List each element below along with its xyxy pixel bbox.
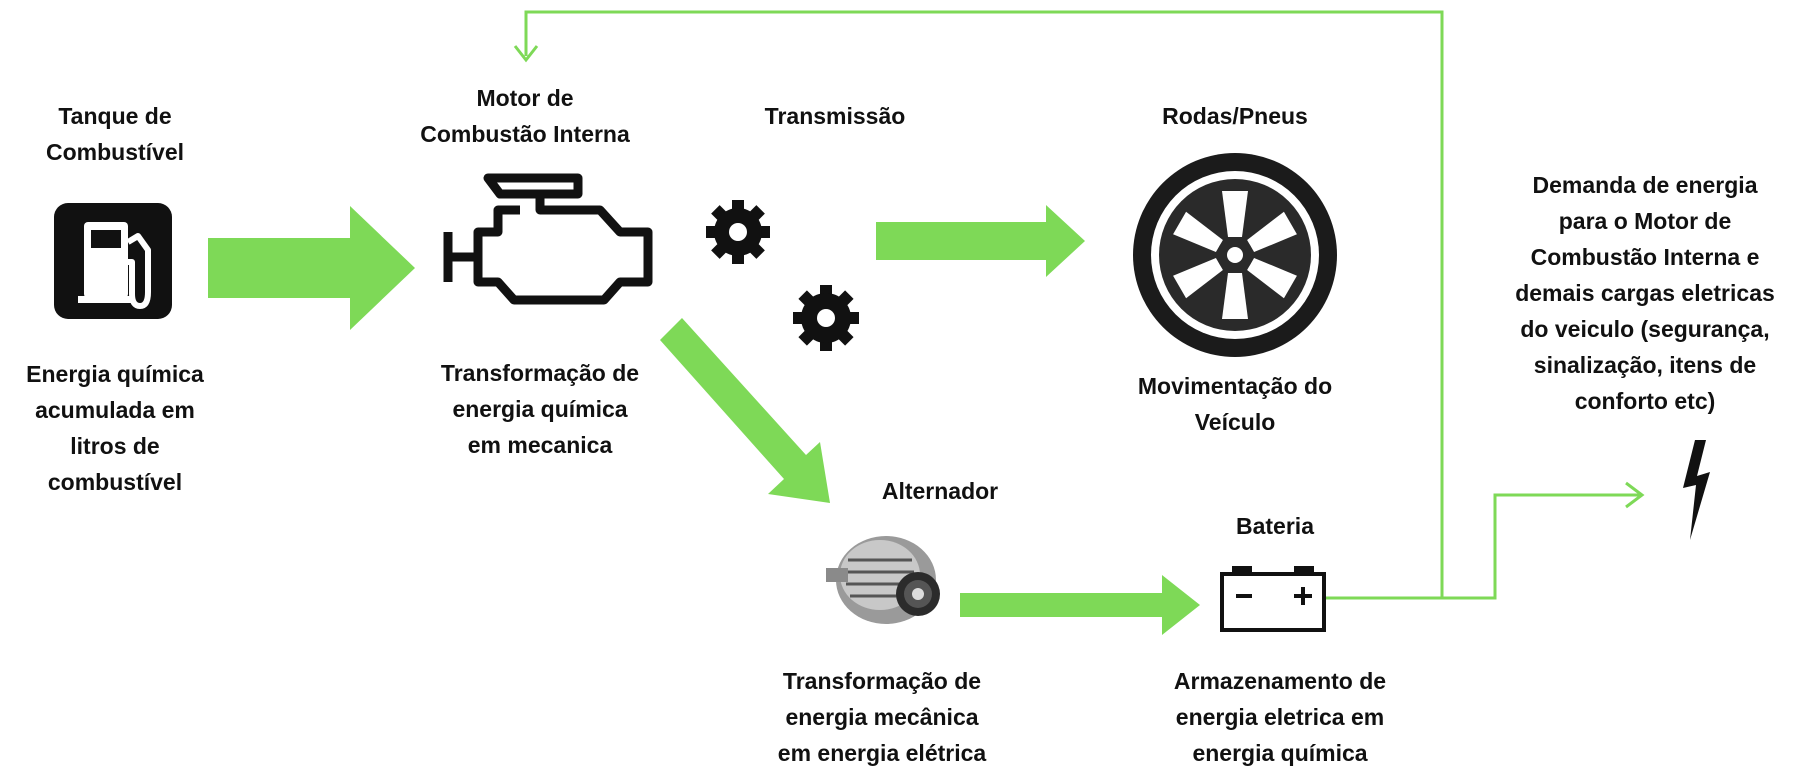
gears-icon: [706, 200, 859, 351]
engine-icon: [443, 173, 653, 305]
fuel-pump-icon: [54, 203, 172, 319]
transmission-title: Transmissão: [764, 103, 906, 129]
alternator-title: Alternador: [881, 478, 999, 504]
alternator-description: Transformação de energia mecânica em ene…: [777, 668, 987, 766]
demand-description: Demanda de energia para o Motor de Combu…: [1515, 172, 1775, 414]
wheel-icon: [1133, 153, 1337, 357]
arrow-transmission-to-wheels: [876, 205, 1085, 277]
arrow-tank-to-engine: [208, 206, 415, 330]
lightning-icon: [1683, 440, 1710, 540]
tank-title: Tanque de Combustível: [45, 103, 185, 165]
wheels-title: Rodas/Pneus: [1162, 103, 1308, 129]
battery-icon: [1220, 566, 1326, 632]
engine-description: Transformação de energia química em meca…: [440, 360, 640, 458]
tank-description: Energia química acumulada em litros de c…: [26, 361, 204, 495]
feedback-line-battery-to-engine: [524, 10, 1444, 600]
arrow-alternator-to-battery: [960, 575, 1200, 635]
battery-description: Armazenamento de energia eletrica em ene…: [1173, 668, 1387, 766]
line-battery-to-demand: [1442, 493, 1642, 600]
battery-title: Bateria: [1236, 513, 1314, 539]
demand-arrowhead: [1625, 481, 1645, 509]
engine-title: Motor de Combustão Interna: [420, 85, 630, 147]
alternator-icon: [826, 536, 940, 624]
arrow-engine-to-alternator: [660, 318, 830, 503]
wheels-description: Movimentação do Veículo: [1137, 373, 1333, 435]
feedback-arrowhead: [513, 45, 539, 63]
